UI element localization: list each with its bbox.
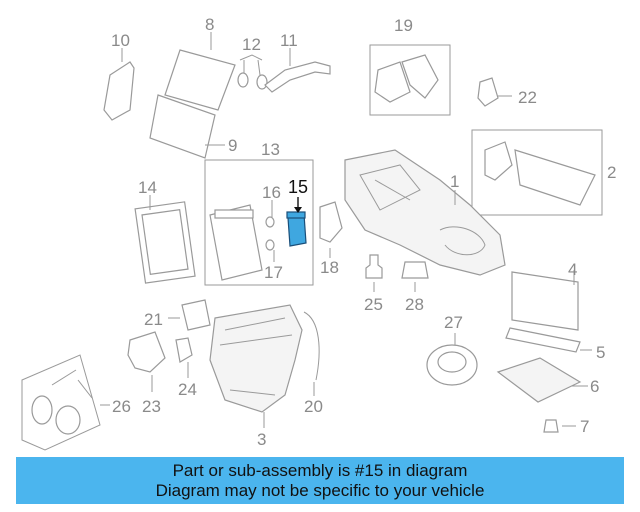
part-13-core — [209, 204, 263, 281]
callout-4: 4 — [568, 260, 577, 279]
banner-line-1: Part or sub-assembly is #15 in diagram — [172, 460, 468, 480]
callout-27: 27 — [444, 313, 463, 332]
part-8-filter — [164, 49, 236, 111]
callout-1: 1 — [450, 172, 459, 191]
callout-3: 3 — [257, 430, 266, 449]
part-26-gear — [31, 395, 53, 425]
callout-2: 2 — [607, 163, 616, 182]
callout-26: 26 — [112, 397, 131, 416]
part-24-actuator — [175, 337, 193, 363]
callout-25: 25 — [364, 295, 383, 314]
callout-5: 5 — [596, 343, 605, 362]
group-box-2 — [471, 129, 603, 216]
part-22-bracket — [477, 77, 499, 107]
part-9-evaporator — [149, 94, 216, 159]
callout-14: 14 — [138, 178, 157, 197]
part-5-seal — [505, 327, 581, 353]
part-25-clip — [365, 254, 383, 279]
part-15-expansion-valve — [287, 213, 307, 247]
callout-13: 13 — [261, 140, 280, 159]
callout-21: 21 — [144, 310, 163, 329]
part-2-bracket — [484, 141, 513, 181]
callout-11: 11 — [280, 31, 298, 50]
part-19-seal-b — [401, 54, 439, 99]
callout-12: 12 — [242, 35, 261, 54]
group-box-19 — [369, 44, 451, 116]
callout-9: 9 — [228, 136, 237, 155]
part-7-screw — [543, 419, 559, 433]
part-11-pipes — [264, 61, 331, 93]
part-21-bracket — [181, 299, 211, 331]
part-18-valve — [319, 201, 343, 243]
callout-17: 17 — [264, 263, 283, 282]
part-10-bracket — [103, 61, 135, 121]
group-box-26 — [21, 354, 101, 451]
callout-15: 15 — [288, 177, 308, 197]
part-19-seal-a — [374, 61, 411, 103]
part-1-housing — [344, 149, 506, 276]
part-3-case — [209, 304, 303, 413]
group-box-13 — [204, 159, 314, 286]
callout-8: 8 — [205, 15, 214, 34]
callout-23: 23 — [142, 397, 161, 416]
callout-7: 7 — [580, 417, 589, 436]
callout-6: 6 — [590, 377, 599, 396]
part-23-motor — [127, 331, 166, 373]
part-6-plate — [496, 357, 582, 403]
callout-28: 28 — [405, 295, 424, 314]
info-banner: Part or sub-assembly is #15 in diagram D… — [16, 457, 624, 504]
banner-line-2: Diagram may not be specific to your vehi… — [155, 480, 485, 500]
callout-10: 10 — [111, 31, 130, 50]
part-28-clip — [401, 261, 429, 279]
callout-24: 24 — [178, 380, 197, 399]
part-4-filter — [511, 271, 579, 331]
part-2-cover — [514, 149, 596, 206]
callout-18: 18 — [320, 258, 339, 277]
part-26-actuator — [55, 405, 81, 435]
callout-22: 22 — [518, 88, 537, 107]
callout-16: 16 — [262, 183, 281, 202]
part-20-hose — [303, 311, 320, 381]
callout-20: 20 — [304, 397, 323, 416]
parts-diagram: 1 2 3 4 5 6 7 8 9 10 11 12 13 14 15 16 1… — [21, 15, 616, 451]
callout-19: 19 — [394, 16, 413, 35]
